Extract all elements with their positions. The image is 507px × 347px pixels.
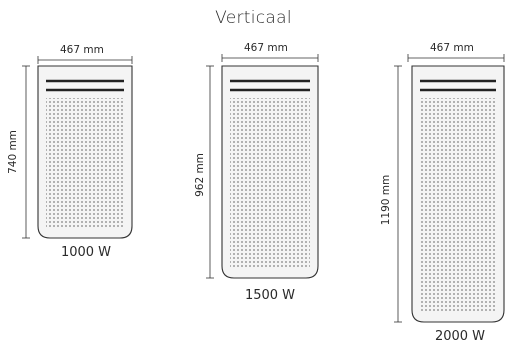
width-label: 467 mm bbox=[60, 44, 104, 56]
radiator-2000w bbox=[394, 54, 505, 323]
width-label: 467 mm bbox=[430, 42, 474, 54]
width-label: 467 mm bbox=[244, 42, 288, 54]
perforated-area bbox=[46, 98, 124, 229]
power-label: 1500 W bbox=[244, 288, 296, 303]
height-label: 1190 mm bbox=[380, 174, 392, 226]
perforated-area bbox=[230, 98, 310, 269]
power-label: 1000 W bbox=[60, 245, 112, 260]
perforated-area bbox=[420, 98, 496, 313]
radiator-1000w bbox=[22, 56, 133, 239]
radiator-1500w bbox=[206, 54, 319, 279]
height-label: 962 mm bbox=[194, 153, 206, 197]
diagram-title: Verticaal bbox=[215, 8, 292, 28]
power-label: 2000 W bbox=[434, 329, 486, 344]
height-label: 740 mm bbox=[7, 130, 19, 174]
